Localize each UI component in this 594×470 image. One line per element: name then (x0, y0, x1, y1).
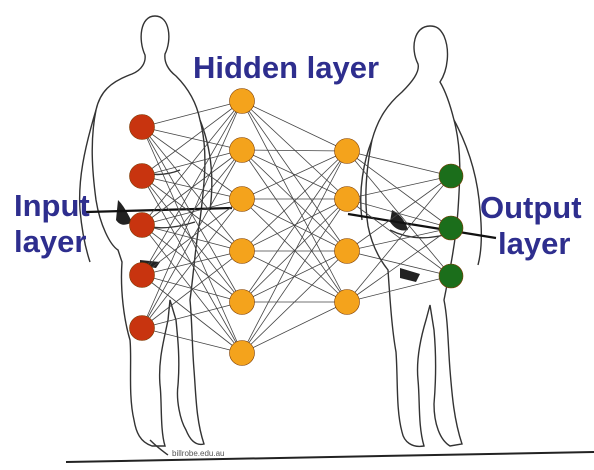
connection-edge (241, 250, 348, 354)
connection-edge (141, 198, 243, 276)
connection-edge (241, 198, 348, 354)
input-label-line1: Input (14, 188, 90, 223)
connection-edge (141, 149, 243, 276)
connection-edge (241, 198, 348, 252)
connection-edge (141, 126, 243, 252)
connection-edge (141, 327, 243, 354)
connection-edge (241, 150, 348, 354)
connection-edge (346, 175, 452, 252)
input-node (129, 114, 155, 140)
connection-edge (241, 198, 348, 303)
connection-edge (346, 198, 452, 277)
hidden-1-node (229, 289, 255, 315)
output-node (438, 215, 464, 241)
hidden-2-node (334, 138, 360, 164)
hidden-layer-label: Hidden layer (193, 50, 380, 85)
connection-edge (346, 227, 452, 303)
connection-edge (241, 100, 348, 152)
ground-line (65, 451, 594, 463)
connection-edge (141, 100, 243, 276)
connection-edge (241, 100, 348, 252)
connection-edge (141, 224, 243, 252)
input-node (129, 212, 155, 238)
connection-edge (141, 301, 243, 329)
right-human-figure (360, 25, 483, 448)
connection-edge (141, 100, 243, 128)
connection-edge (241, 150, 348, 252)
network-nodes (129, 88, 464, 366)
connection-edge (141, 126, 243, 354)
output-label-line2: layer (498, 226, 571, 261)
connection-edge (141, 274, 243, 354)
connection-edge (141, 175, 243, 354)
output-label-line1: Output (480, 190, 582, 225)
connection-edge (241, 100, 348, 200)
output-node (438, 263, 464, 289)
hidden-2-node (334, 238, 360, 264)
hidden-1-node (229, 340, 255, 366)
connection-edge (141, 274, 243, 303)
network-connections (141, 100, 452, 354)
connection-edge (141, 250, 243, 329)
connection-edge (141, 149, 243, 329)
left-human-figure (78, 15, 213, 456)
connection-edge (241, 150, 348, 200)
connection-edge (346, 175, 452, 303)
connection-edge (241, 149, 348, 152)
hidden-1-node (229, 88, 255, 114)
output-node (438, 163, 464, 189)
hidden-1-node (229, 137, 255, 163)
connection-edge (346, 275, 452, 303)
input-layer-label: Input layer (14, 188, 90, 260)
connection-edge (241, 301, 348, 354)
input-node (129, 262, 155, 288)
connection-edge (141, 175, 243, 252)
connection-edge (346, 150, 452, 229)
connection-edge (346, 150, 452, 177)
image-credit: billrobe.edu.au (172, 449, 225, 458)
connection-edge (141, 100, 243, 177)
input-node (129, 163, 155, 189)
connection-edge (346, 250, 452, 277)
hidden-1-node (229, 186, 255, 212)
hidden-1-node (229, 238, 255, 264)
connection-edge (141, 100, 243, 329)
output-layer-label: Output layer (480, 190, 582, 262)
input-label-line2: layer (14, 224, 87, 259)
connection-edge (241, 149, 348, 200)
connection-edge (141, 198, 243, 329)
input-node (129, 315, 155, 341)
hidden-2-node (334, 186, 360, 212)
connection-edge (141, 100, 243, 226)
hidden-2-node (334, 289, 360, 315)
right-figure-shading (390, 210, 420, 282)
connection-edge (241, 150, 348, 303)
connection-edge (346, 175, 452, 200)
